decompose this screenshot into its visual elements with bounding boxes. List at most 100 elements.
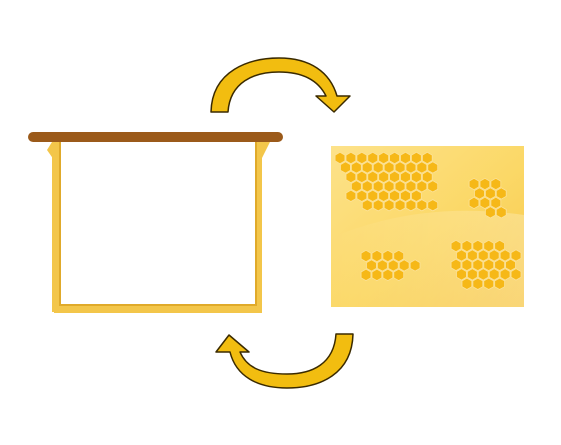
honeycomb-cell bbox=[376, 259, 388, 272]
arrow-top bbox=[210, 57, 351, 113]
honeycomb-cell bbox=[334, 151, 346, 165]
honeycomb-cell bbox=[400, 189, 411, 202]
arrow-bottom bbox=[215, 333, 354, 389]
curved-arrow-icon bbox=[215, 333, 354, 389]
honeycomb-cell bbox=[495, 187, 507, 200]
honeycomb-cell bbox=[361, 199, 373, 212]
honeycomb-cell bbox=[356, 151, 368, 165]
honeycomb-cell bbox=[456, 249, 467, 262]
honeycomb-cell bbox=[461, 258, 473, 272]
honeycomb-cell bbox=[378, 189, 390, 202]
honeycomb-cell bbox=[477, 268, 489, 281]
honeycomb-cell bbox=[461, 239, 473, 253]
honeycomb-cell bbox=[495, 206, 507, 219]
honeycomb-cell bbox=[378, 170, 390, 184]
honeycomb-cell bbox=[488, 268, 500, 281]
honeycomb-cell bbox=[510, 249, 522, 262]
honeycomb-cell bbox=[367, 151, 379, 165]
honeycomb-cell bbox=[393, 249, 405, 263]
curved-arrow-icon bbox=[210, 57, 351, 113]
honeycomb-cell bbox=[400, 170, 411, 184]
honeycomb-cell bbox=[494, 239, 506, 253]
honeycomb-cell bbox=[387, 259, 399, 272]
honeycomb-cell bbox=[461, 277, 473, 290]
honeycomb-cell bbox=[427, 199, 439, 212]
honeycomb-cell bbox=[389, 189, 400, 202]
empty-hive-frame-icon bbox=[28, 132, 283, 313]
honeycomb-cell bbox=[483, 239, 495, 253]
honeycomb-cell bbox=[474, 187, 485, 200]
honeycomb-cell bbox=[505, 258, 516, 272]
honeycomb-cell bbox=[450, 258, 462, 272]
honeycomb-cell bbox=[490, 177, 502, 191]
honeycomb-cell bbox=[416, 199, 428, 212]
honeycomb-cell bbox=[389, 151, 400, 165]
honeycomb-cell bbox=[466, 268, 478, 281]
honeycomb-cell bbox=[477, 249, 489, 262]
honeycomb-cell bbox=[371, 268, 383, 282]
honeycomb-cell bbox=[345, 170, 357, 184]
honeycomb-cell bbox=[405, 180, 417, 193]
honeycomb-cell bbox=[394, 180, 406, 193]
honeycomb-cell bbox=[421, 170, 433, 184]
honeycomb-cell bbox=[466, 249, 478, 262]
frame-right-side bbox=[255, 142, 270, 312]
honeycomb-cell bbox=[494, 258, 506, 272]
honeycomb-cell bbox=[427, 180, 439, 193]
honeycomb-frame-icon bbox=[331, 146, 524, 307]
honeycomb-cell bbox=[410, 170, 422, 184]
honeycomb-cell bbox=[372, 161, 384, 174]
honeycomb-cell bbox=[483, 258, 495, 272]
honeycomb-cell bbox=[382, 249, 394, 263]
honeycomb-cell bbox=[409, 259, 421, 272]
honeycomb-cell bbox=[472, 277, 484, 290]
honeycomb-cell bbox=[360, 249, 372, 263]
honeycomb-cell bbox=[361, 161, 373, 174]
honeycomb-cell bbox=[456, 268, 467, 281]
honeycomb-cell bbox=[383, 180, 395, 193]
honeycomb-cell bbox=[483, 277, 495, 290]
honeycomb-cell bbox=[499, 249, 511, 262]
honeycomb-cell bbox=[499, 268, 511, 281]
honeycomb-cell bbox=[427, 161, 439, 174]
honeycomb-cell bbox=[400, 151, 411, 165]
honeycomb-cell bbox=[393, 268, 405, 282]
honeycomb-cell bbox=[479, 196, 491, 210]
honeycomb-cell bbox=[484, 187, 496, 200]
honeycomb-cell bbox=[398, 259, 410, 272]
honeycomb-cell bbox=[468, 196, 480, 210]
honeycomb-cell bbox=[490, 196, 502, 210]
honeycomb-cell bbox=[340, 161, 351, 174]
honeycomb-cell bbox=[416, 161, 428, 174]
honeycomb-cell bbox=[468, 177, 480, 191]
honeycomb-cell bbox=[472, 239, 484, 253]
honeycomb-cell bbox=[410, 189, 422, 202]
honeycomb-cell bbox=[350, 180, 362, 193]
honeycomb-cell bbox=[350, 161, 362, 174]
honeycomb-cell bbox=[371, 249, 383, 263]
honeycomb-cell bbox=[450, 239, 462, 253]
honeycomb-cell bbox=[410, 151, 422, 165]
honeycomb-cell bbox=[510, 268, 522, 281]
honeycomb-cell bbox=[356, 189, 368, 202]
honeycomb-cell bbox=[405, 161, 417, 174]
honeycomb-cell bbox=[378, 151, 390, 165]
honeycomb-cell bbox=[479, 177, 491, 191]
honeycomb-cell bbox=[366, 259, 377, 272]
honeycomb-cell bbox=[345, 151, 357, 165]
honeycomb-cell bbox=[367, 189, 379, 202]
frame-bottom-bar bbox=[54, 306, 262, 313]
honeycomb-cell bbox=[360, 268, 372, 282]
honeycomb-cell bbox=[367, 170, 379, 184]
frame-top-bar bbox=[28, 132, 283, 142]
honeycomb-cell bbox=[484, 206, 496, 219]
honeycomb-cell bbox=[382, 268, 394, 282]
honeycomb-cell bbox=[383, 199, 395, 212]
honeycomb-cell bbox=[416, 180, 428, 193]
honeycomb-cell bbox=[394, 199, 406, 212]
honeycomb-cell bbox=[394, 161, 406, 174]
honeycomb-cell bbox=[372, 199, 384, 212]
honeycomb-cell bbox=[372, 180, 384, 193]
honeycomb-cell bbox=[494, 277, 506, 290]
honeycomb-cell bbox=[472, 258, 484, 272]
